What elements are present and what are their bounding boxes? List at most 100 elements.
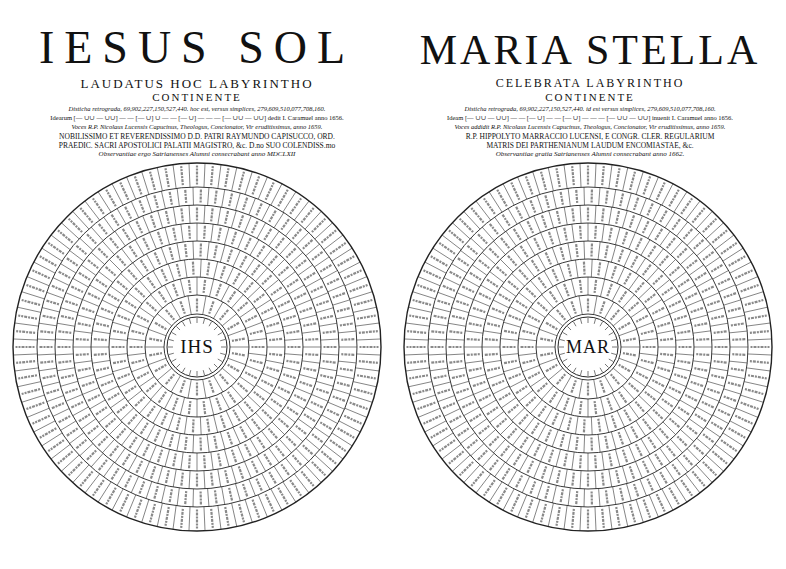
word-texture	[662, 287, 673, 294]
word-texture	[278, 190, 288, 206]
cell-divider	[296, 232, 309, 245]
word-texture	[431, 361, 444, 362]
word-texture	[48, 440, 64, 451]
cell-divider	[161, 430, 167, 447]
cell-divider	[96, 374, 113, 379]
word-texture	[702, 286, 714, 292]
cell-divider	[214, 415, 218, 432]
word-texture	[629, 302, 639, 311]
word-texture	[501, 238, 509, 248]
cell-divider	[39, 323, 57, 326]
word-texture	[718, 410, 730, 416]
word-texture	[648, 246, 655, 257]
cell-divider	[204, 507, 205, 531]
cell-divider	[15, 323, 39, 326]
word-texture	[748, 315, 767, 318]
word-texture	[196, 383, 198, 397]
cell-divider	[533, 172, 540, 195]
cell-divider	[690, 374, 707, 379]
sun-ray	[574, 322, 577, 326]
cell-divider	[345, 408, 367, 417]
word-texture	[225, 168, 228, 187]
word-texture	[707, 389, 719, 393]
sun-ray	[209, 368, 212, 372]
word-texture	[99, 224, 107, 234]
word-texture	[76, 338, 89, 341]
ring-line	[482, 241, 694, 453]
word-texture	[254, 294, 264, 302]
word-texture	[467, 353, 480, 356]
word-texture	[479, 260, 489, 268]
word-texture	[721, 440, 737, 451]
cell-divider	[127, 495, 136, 517]
word-texture	[635, 282, 644, 292]
cell-divider	[605, 261, 609, 278]
word-texture	[214, 436, 216, 449]
word-texture	[579, 226, 582, 239]
cell-divider	[235, 193, 240, 210]
word-texture	[616, 507, 619, 526]
cell-divider	[430, 323, 448, 326]
word-texture	[320, 265, 331, 272]
word-texture	[630, 466, 634, 478]
word-texture	[751, 346, 770, 348]
word-texture	[712, 230, 727, 242]
cell-divider	[332, 433, 352, 446]
cell-divider	[339, 347, 357, 348]
cell-divider	[703, 293, 720, 300]
word-texture	[449, 451, 464, 463]
word-texture	[354, 300, 372, 305]
cell-divider	[80, 238, 93, 250]
word-texture	[549, 450, 553, 462]
word-texture	[216, 284, 221, 296]
word-texture	[228, 322, 240, 329]
cell-divider	[283, 192, 296, 212]
word-texture	[658, 367, 670, 371]
cell-divider	[472, 265, 487, 275]
cell-divider	[580, 163, 581, 187]
word-texture	[619, 250, 623, 262]
cell-divider	[151, 295, 163, 308]
cell-divider	[238, 275, 248, 290]
word-texture	[602, 208, 603, 221]
word-texture	[166, 211, 169, 224]
cell-divider	[204, 471, 205, 489]
cell-divider	[489, 482, 502, 502]
cell-divider	[510, 307, 526, 315]
sun-ray	[580, 370, 581, 375]
cell-divider	[615, 449, 620, 466]
word-texture	[135, 500, 141, 518]
cell-divider	[60, 421, 75, 430]
cell-divider	[677, 458, 688, 472]
cell-divider	[188, 296, 191, 315]
word-texture	[619, 291, 626, 302]
cell-divider	[226, 267, 233, 283]
word-texture	[439, 440, 455, 451]
cell-divider	[648, 223, 657, 239]
sun-ray	[220, 339, 225, 340]
cell-divider	[568, 188, 570, 206]
word-texture	[320, 375, 333, 378]
cell-divider	[233, 250, 240, 266]
word-texture	[583, 262, 586, 275]
cell-divider	[697, 438, 711, 450]
word-texture	[594, 226, 597, 239]
word-texture	[117, 405, 127, 413]
word-texture	[112, 346, 125, 348]
word-texture	[209, 300, 214, 313]
word-texture	[112, 215, 119, 226]
word-texture	[96, 323, 109, 326]
word-texture	[16, 331, 35, 333]
word-texture	[137, 372, 149, 378]
cell-divider	[273, 293, 288, 302]
word-texture	[490, 224, 498, 234]
cell-divider	[602, 224, 604, 242]
cell-divider	[653, 205, 661, 221]
word-texture	[110, 446, 118, 456]
header-line: CONTINENTE	[152, 92, 242, 104]
cell-divider	[636, 172, 643, 195]
cell-divider	[541, 232, 548, 249]
word-texture	[252, 346, 265, 348]
word-texture	[623, 353, 637, 355]
word-texture	[696, 353, 709, 356]
